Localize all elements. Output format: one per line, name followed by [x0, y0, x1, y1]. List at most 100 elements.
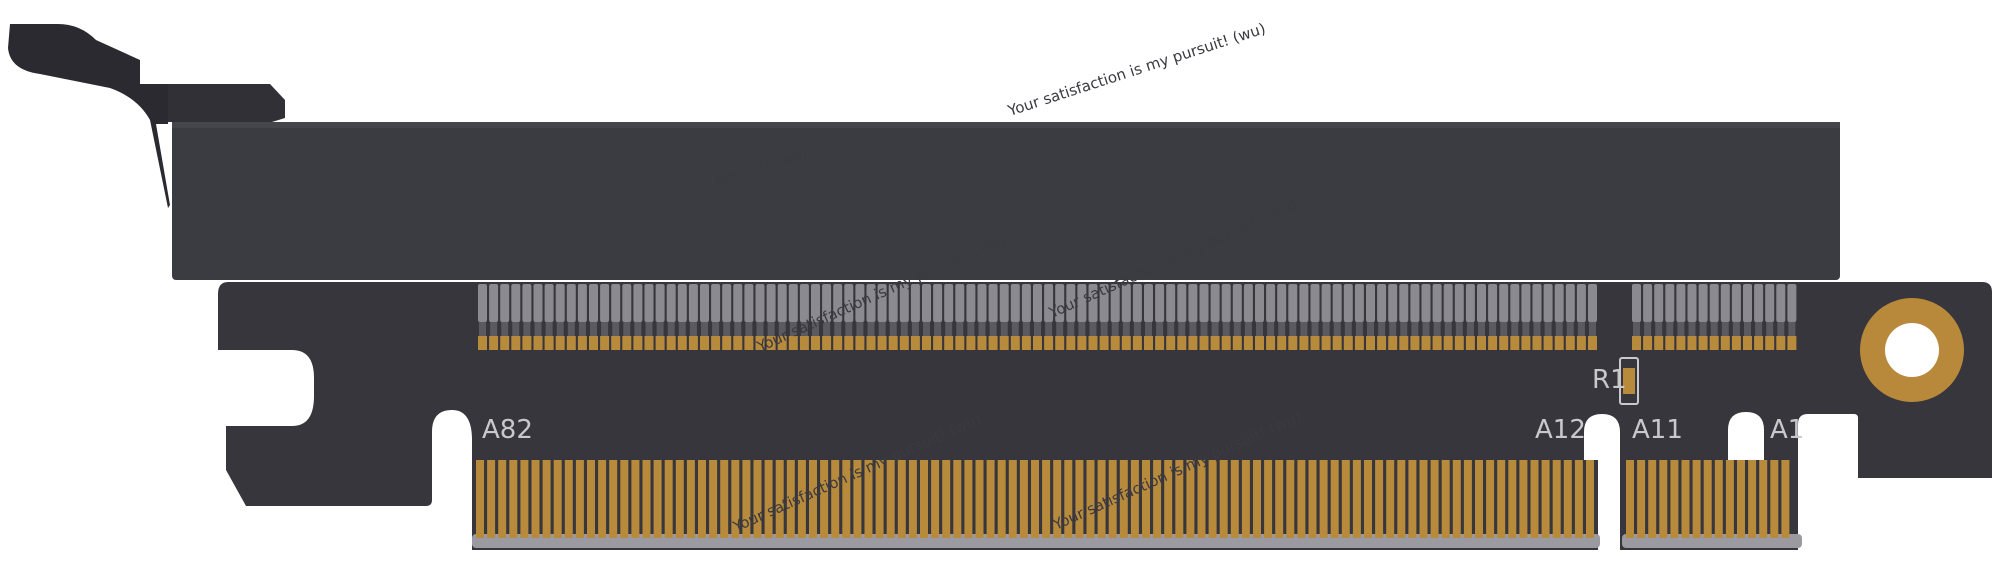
edge-finger	[1042, 460, 1051, 538]
slot-pin-pad	[1210, 336, 1220, 350]
edge-finger	[1574, 460, 1583, 538]
slot-pin-trace	[1289, 322, 1297, 336]
edge-finger	[975, 460, 984, 538]
edge-finger	[1031, 460, 1039, 538]
slot-pin-pad	[1066, 336, 1076, 350]
slot-pin-pad	[1521, 336, 1531, 350]
slot-pin-pad	[910, 336, 920, 350]
slot-pin	[944, 284, 954, 322]
slot-pin-trace	[1167, 322, 1175, 336]
slot-pin-trace	[1633, 322, 1640, 336]
slot-pin	[688, 284, 698, 322]
slot-pin-pad	[544, 336, 554, 350]
slot-pin-trace	[1400, 322, 1408, 336]
slot-pin-pad	[1155, 336, 1165, 350]
edge-finger	[764, 460, 773, 538]
slot-pin	[1687, 284, 1697, 322]
slot-pin-pad	[1266, 336, 1276, 350]
slot-pin	[1033, 284, 1042, 322]
slot-pin-trace	[1644, 322, 1652, 336]
slot-pin-trace	[1777, 322, 1785, 336]
slot-pin-pad	[1499, 336, 1509, 350]
slot-pin-pad	[1166, 336, 1176, 350]
slot-pin	[755, 284, 765, 322]
slot-pin	[611, 284, 621, 322]
edge-finger	[1186, 460, 1195, 538]
edge-finger	[509, 460, 518, 538]
slot-pin-trace	[834, 322, 842, 336]
edge-finger	[1626, 460, 1634, 538]
slot-pin-trace	[800, 322, 808, 336]
slot-pin	[1099, 284, 1109, 322]
slot-pin	[1410, 284, 1420, 322]
slot-pin	[1632, 284, 1641, 322]
slot-pin-pad	[1243, 336, 1253, 350]
slot-pin	[1177, 284, 1187, 322]
slot-pin-pad	[1454, 336, 1464, 350]
slot-pin-pad	[1332, 336, 1342, 350]
slot-pin-pad	[1432, 336, 1442, 350]
edge-finger	[1297, 460, 1306, 538]
edge-finger	[531, 460, 540, 538]
edge-finger	[1086, 460, 1095, 538]
slot-pin-pad	[877, 336, 887, 350]
slot-pin-pad	[622, 336, 632, 350]
slot-pin-trace	[1256, 322, 1263, 336]
slot-pin	[533, 284, 543, 322]
slot-pin	[1044, 284, 1054, 322]
slot-pin-trace	[945, 322, 953, 336]
slot-pin-trace	[1533, 322, 1541, 336]
slot-pin	[566, 284, 576, 322]
edge-finger	[1275, 460, 1284, 538]
slot-pin-trace	[1344, 322, 1352, 336]
edge-finger	[1563, 460, 1572, 538]
slot-pin-pad	[711, 336, 721, 350]
slot-pin	[1576, 284, 1586, 322]
slot-pin-trace	[1688, 322, 1696, 336]
slot-pin-pad	[1687, 336, 1697, 350]
slot-pin-pad	[1055, 336, 1065, 350]
slot-pin	[1454, 284, 1464, 322]
slot-pin-pad	[855, 336, 865, 350]
slot-pin-pad	[1443, 336, 1453, 350]
slot-pin	[922, 284, 931, 322]
slot-pin-trace	[856, 322, 864, 336]
slot-pin	[1332, 284, 1342, 322]
slot-pin-trace	[1466, 322, 1474, 336]
edge-finger	[1408, 460, 1417, 538]
edge-finger	[920, 460, 928, 538]
slot-pin-trace	[1022, 322, 1030, 336]
edge-finger	[1064, 460, 1073, 538]
edge-finger	[931, 460, 940, 538]
slot-pin-trace	[1067, 322, 1075, 336]
slot-pin-trace	[1732, 322, 1740, 336]
slot-pin	[1754, 284, 1764, 322]
edge-finger	[809, 460, 817, 538]
edge-finger	[742, 460, 751, 538]
edge-finger	[709, 460, 718, 538]
edge-finger	[1486, 460, 1495, 538]
slot-pin-pad	[1299, 336, 1309, 350]
slot-pin	[1321, 284, 1331, 322]
slot-pin-trace	[1500, 322, 1508, 336]
edge-finger	[1219, 460, 1228, 538]
slot-pin-trace	[1411, 322, 1419, 336]
slot-pin-trace	[1367, 322, 1374, 336]
slot-pin-trace	[578, 322, 586, 336]
slot-pin-pad	[1343, 336, 1353, 350]
slot-pin-pad	[1676, 336, 1686, 350]
slot-pin	[1366, 284, 1375, 322]
edge-finger	[1497, 460, 1506, 538]
edge-finger	[1164, 460, 1173, 538]
slot-pin	[1088, 284, 1098, 322]
slot-pin-pad	[533, 336, 543, 350]
slot-pin	[955, 284, 965, 322]
slot-pin-trace	[1122, 322, 1130, 336]
slot-pin	[1077, 284, 1087, 322]
slot-pin-trace	[867, 322, 875, 336]
slot-pin	[1510, 284, 1520, 322]
slot-pin-pad	[1255, 336, 1264, 350]
slot-pin-pad	[600, 336, 610, 350]
slot-pin-pad	[1132, 336, 1142, 350]
